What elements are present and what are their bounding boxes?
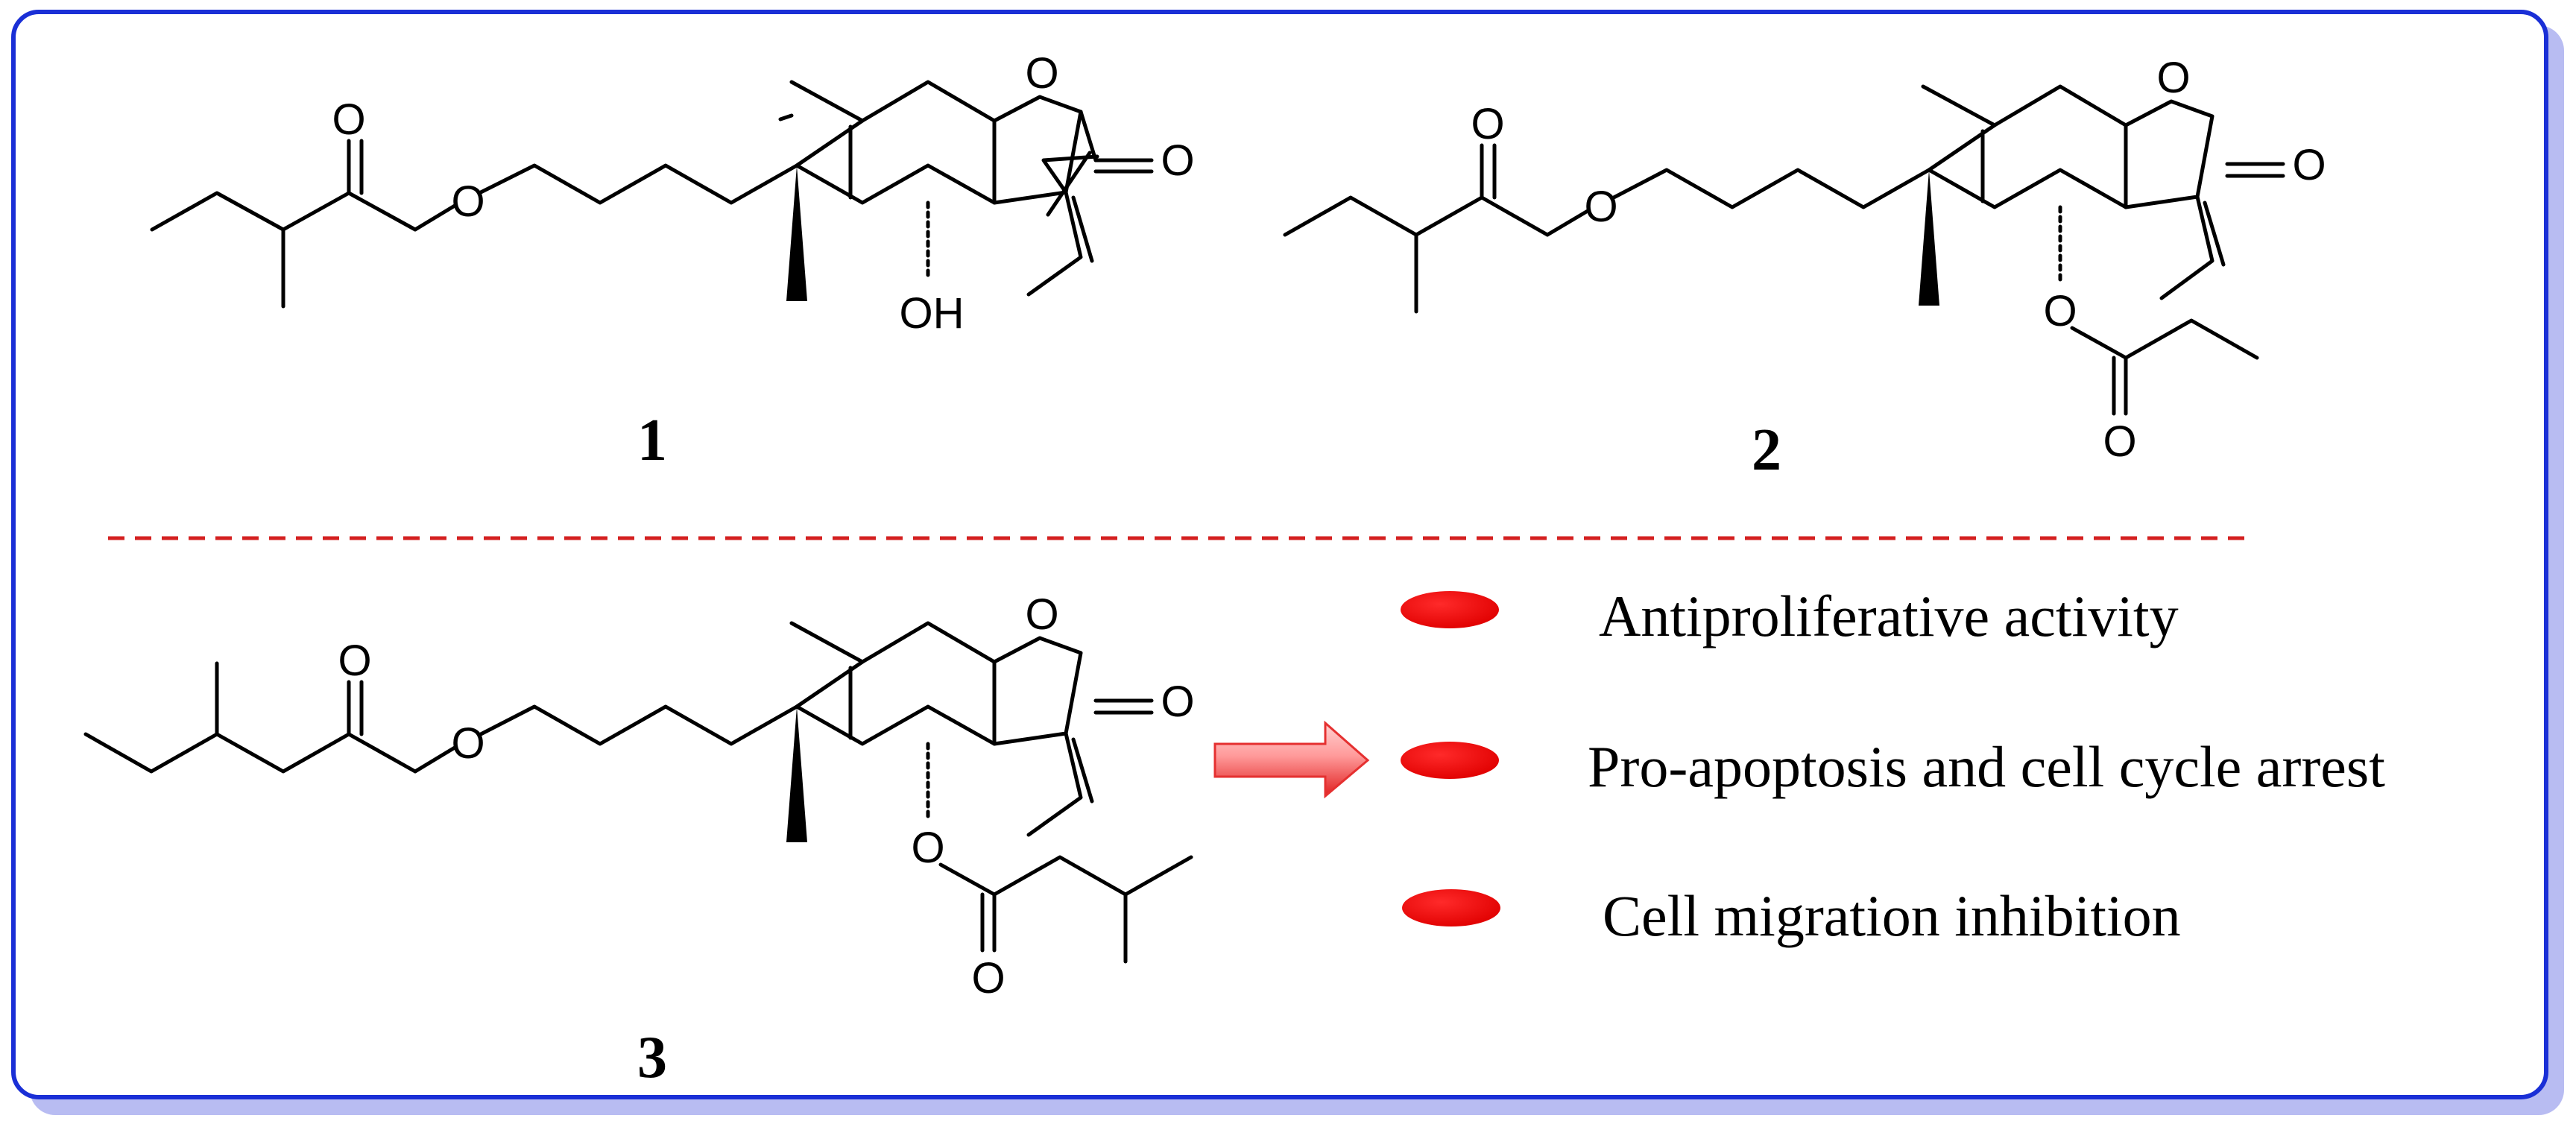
frame-border <box>11 10 2548 1099</box>
atom-o-carbonyl: O <box>338 637 371 685</box>
atom-o-ester: O <box>1584 183 1617 231</box>
atom-o-acyl-carbonyl: O <box>971 954 1005 1003</box>
atom-o-lactone: O <box>1161 136 1194 185</box>
activity-2: Pro-apoptosis and cell cycle arrest <box>1588 734 2385 799</box>
atom-o-acyloxy: O <box>2043 287 2077 335</box>
atom-o-carbonyl: O <box>332 95 365 144</box>
atom-o-ring: O <box>1025 590 1058 639</box>
atom-o-ester: O <box>451 177 484 226</box>
atom-o-ester: O <box>451 719 484 768</box>
right-arrow-icon <box>1213 720 1370 799</box>
activity-1: Antiproliferative activity <box>1599 584 2179 648</box>
atom-o-ring: O <box>1025 49 1058 98</box>
atom-oh: OH <box>900 289 965 338</box>
activity-list: Antiproliferative activity Pro-apoptosis… <box>1401 584 2385 948</box>
structure-compound-1: O O O O OH <box>150 49 1195 338</box>
compound-label-1: 1 <box>637 408 667 473</box>
activity-3: Cell migration inhibition <box>1603 883 2181 948</box>
atom-o-carbonyl: O <box>1471 100 1504 148</box>
atom-o-lactone: O <box>2292 141 2326 189</box>
bullet-icon <box>1402 889 1500 926</box>
atom-o-ring: O <box>2156 54 2190 102</box>
structure-compound-2: O O O O O O <box>1283 54 2326 466</box>
bullet-icon <box>1401 591 1499 628</box>
compound-label-2: 2 <box>1752 417 1781 483</box>
structure-compound-3: O O O O O O <box>83 590 1195 1003</box>
atom-o-acyloxy: O <box>911 824 944 872</box>
bullet-icon <box>1401 742 1499 779</box>
compound-label-3: 3 <box>637 1025 667 1090</box>
atom-o-lactone: O <box>1161 678 1194 726</box>
atom-o-acyl-carbonyl: O <box>2103 417 2136 466</box>
